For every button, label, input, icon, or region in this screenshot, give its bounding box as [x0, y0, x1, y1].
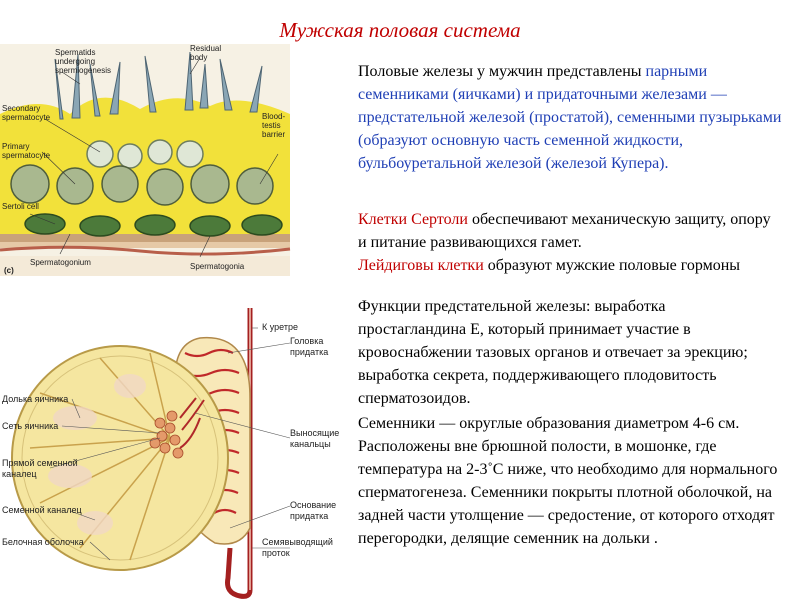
label-panel-c: (c): [4, 266, 14, 275]
intro-blue-text: парными семенниками (яичками) и придаточ…: [358, 63, 782, 172]
label-rete-testis: Сеть яичника: [2, 421, 59, 431]
label-seminiferous-tubule: Семенной каналец: [2, 505, 82, 515]
sertoli-text: обеспечивают механическую защиту, опору …: [358, 211, 771, 251]
label-spermatogonium: Spermatogonium: [30, 258, 91, 267]
label-urethra: К уретре: [262, 322, 298, 332]
label-vas-deferens: Семявыводящий проток: [262, 537, 333, 558]
testes-paragraph: Семенники — округлые образования диаметр…: [358, 415, 778, 547]
label-efferent-ductules: Выносящие канальцы: [290, 428, 340, 449]
label-straight-tubule: Прямой семенной каналец: [2, 458, 78, 479]
label-primary-spermatocyte: Primary spermatocyte: [2, 142, 51, 160]
label-blood-testis-barrier: Blood-testis barrier: [262, 112, 286, 139]
label-testis-lobule: Долька яичника: [2, 394, 69, 404]
label-spermatogonia: Spermatogonia: [190, 262, 245, 271]
sertoli-paragraph: Клетки Сертоли обеспечивают механическую…: [358, 208, 778, 277]
sertoli-term: Клетки Сертоли: [358, 211, 468, 228]
testis-illustration: [0, 298, 345, 600]
leydig-term: Лейдиговы клетки: [358, 257, 484, 274]
leydig-text: образуют мужские половые гормоны: [483, 257, 741, 274]
intro-paragraph: Половые железы у мужчин представлены пар…: [358, 60, 794, 175]
label-tunica-albuginea: Белочная оболочка: [2, 537, 84, 547]
label-epididymis-base: Основание придатка: [290, 500, 337, 521]
label-spermatids: Spermatids undergoing spermiogenesis: [55, 48, 112, 75]
label-secondary-spermatocyte: Secondary spermatocyte: [2, 104, 51, 122]
label-residual-body: Residual body: [190, 44, 222, 62]
prostate-paragraph: Функции предстательной железы: выработка…: [358, 298, 748, 407]
seminiferous-epithelium-figure: Spermatids undergoing spermiogenesis Res…: [0, 44, 300, 276]
intro-lead: Половые железы у мужчин представлены: [358, 63, 646, 80]
epithelium-illustration: [0, 44, 300, 276]
label-epididymis-head: Головка придатка: [290, 336, 329, 357]
label-sertoli-cell: Sertoli cell: [2, 202, 39, 211]
testis-section-figure: К уретре Головка придатка Долька яичника…: [0, 298, 345, 600]
page-title: Мужская половая система: [279, 18, 521, 42]
